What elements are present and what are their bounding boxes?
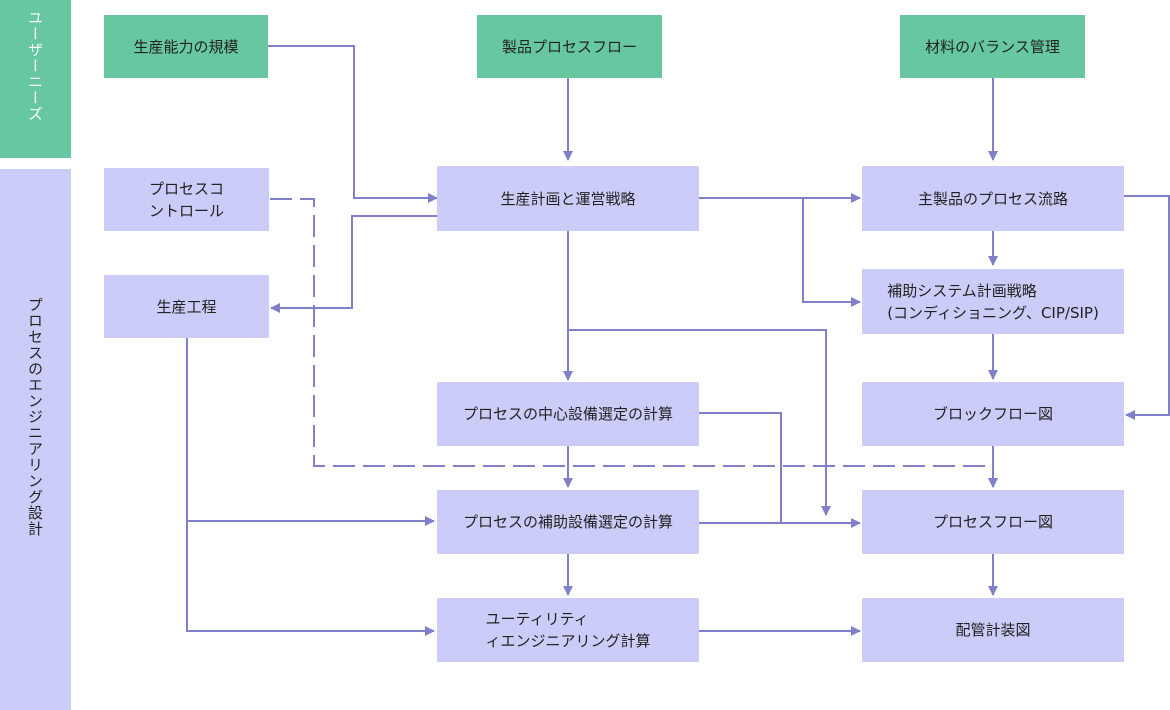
node-core-equipment-calc-label: プロセスの中心設備選定の計算	[462, 405, 673, 423]
arrow-core-to-pfd	[699, 412, 782, 523]
node-core-equipment-calc: プロセスの中心設備選定の計算	[437, 382, 699, 446]
node-aux-system-plan: 補助システム計画戦略 (コンディショニング、CIP/SIP)	[862, 269, 1124, 334]
user-needs-label: ユーザーニーズ	[26, 10, 44, 122]
node-material-balance: 材料のバランス管理	[900, 15, 1085, 78]
node-production-capacity: 生産能力の規模	[104, 15, 268, 78]
node-piping-diagram: 配管計装図	[862, 598, 1124, 662]
user-needs-band: ユーザーニーズ	[0, 0, 71, 158]
node-production-process-label: 生産工程	[156, 297, 217, 316]
node-aux-equipment-calc-label: プロセスの補助設備選定の計算	[462, 513, 673, 531]
node-product-process-flow: 製品プロセスフロー	[477, 15, 662, 78]
node-main-product-flow-label: 主製品のプロセス流路	[917, 189, 1068, 208]
node-production-plan: 生産計画と運営戦略	[437, 166, 699, 231]
arrow-capacity-to-plan	[268, 45, 438, 203]
node-utility-calc: ユーティリティ ィエンジニアリング計算	[437, 598, 699, 662]
arrow-main-to-block	[1124, 195, 1170, 420]
node-process-control-label: プロセスコ ントロール	[148, 179, 224, 220]
node-aux-equipment-calc: プロセスの補助設備選定の計算	[437, 490, 699, 554]
node-process-control: プロセスコ ントロール	[104, 168, 269, 231]
arrow-plan-to-aux-system	[802, 198, 861, 307]
node-product-process-flow-label: 製品プロセスフロー	[501, 37, 637, 56]
arrow-production-to-utility	[186, 521, 435, 636]
arrow-plan-to-production	[270, 215, 437, 313]
node-process-flow-diagram: プロセスフロー図	[862, 490, 1124, 554]
node-utility-calc-label: ユーティリティ ィエンジニアリング計算	[485, 610, 651, 650]
arrow-plan-to-pfd	[568, 329, 831, 516]
node-process-flow-diagram-label: プロセスフロー図	[932, 513, 1053, 531]
node-block-flow: ブロックフロー図	[862, 382, 1124, 446]
node-piping-diagram-label: 配管計装図	[955, 621, 1031, 639]
node-material-balance-label: 材料のバランス管理	[925, 37, 1060, 56]
dashed-control-to-pfd	[270, 198, 998, 488]
node-aux-system-plan-label: 補助システム計画戦略 (コンディショニング、CIP/SIP)	[887, 281, 1099, 322]
node-block-flow-label: ブロックフロー図	[932, 405, 1053, 423]
process-engineering-band: プロセスのエンジニアリング設計	[0, 169, 71, 710]
arrow-production-to-aux-equipment	[186, 338, 435, 526]
node-production-capacity-label: 生産能力の規模	[133, 37, 239, 56]
node-production-plan-label: 生産計画と運営戦略	[500, 189, 636, 208]
process-engineering-label: プロセスのエンジニアリング設計	[26, 297, 44, 537]
node-main-product-flow: 主製品のプロセス流路	[862, 166, 1124, 231]
node-production-process: 生産工程	[104, 275, 269, 338]
